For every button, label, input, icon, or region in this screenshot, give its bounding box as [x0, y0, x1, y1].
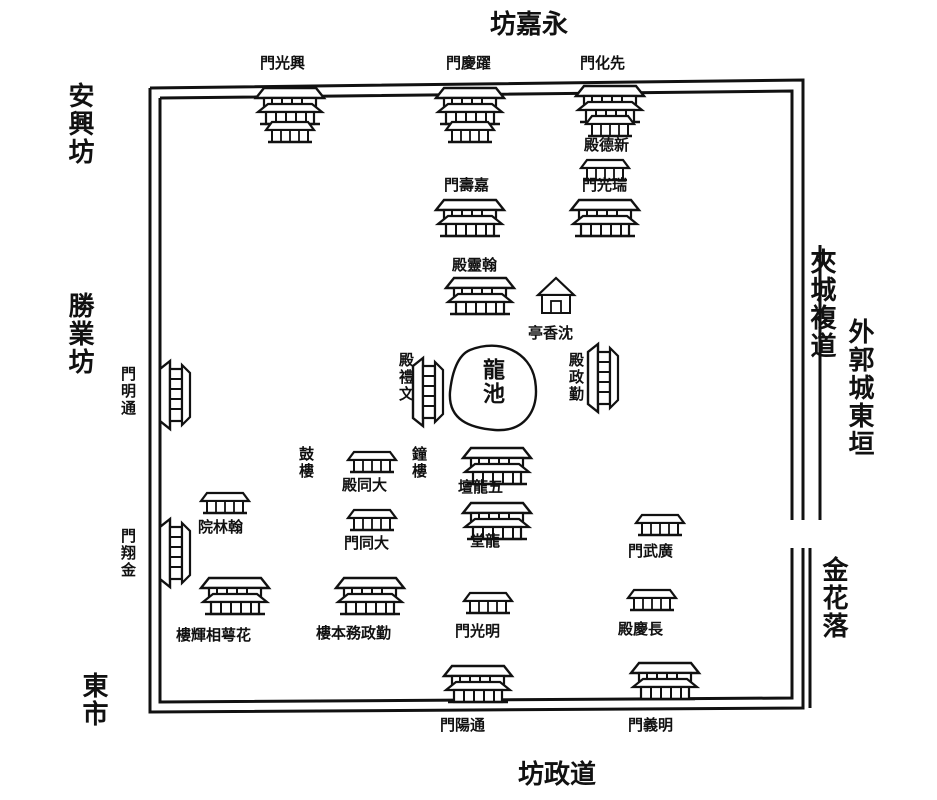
- building-icon: [346, 508, 398, 532]
- north-gate-5-label: 門光瑞: [582, 176, 628, 194]
- great-gate-label: 門同大: [344, 534, 390, 552]
- building-icon: [434, 86, 506, 144]
- east-passage-label: 夾城複道: [806, 248, 836, 360]
- west-yard-label: 院林翰: [198, 518, 244, 536]
- building-icon: [634, 513, 686, 537]
- southeast-district-label: 金花落: [818, 556, 848, 640]
- diligence-tower-label: 樓本務政勤: [316, 624, 392, 642]
- building-icon: [574, 84, 646, 138]
- north-gate-1-label: 門光興: [260, 54, 306, 72]
- east-hall-label: 殿政勤: [567, 352, 585, 403]
- building-icon: [346, 450, 398, 474]
- bell-tower-label: 鐘樓: [410, 446, 428, 480]
- building-icon: [626, 588, 678, 612]
- building-icon: [334, 576, 406, 616]
- building-icon: [444, 276, 516, 316]
- bright-gate-label: 門光明: [455, 622, 501, 640]
- building-icon: [199, 491, 251, 515]
- building-icon: [254, 86, 326, 144]
- building-icon: [442, 664, 514, 704]
- wing-gate-label: 門武廣: [628, 542, 674, 560]
- north-gate-4-label: 門壽嘉: [444, 176, 490, 194]
- west-gate-upper-label: 門明通: [119, 366, 137, 417]
- building-icon: [411, 356, 445, 428]
- drum-tower-label: 鼓樓: [297, 446, 315, 480]
- north-hall-1-label: 殿德新: [584, 136, 630, 154]
- southwest-market-label: 東市: [78, 672, 108, 728]
- road-gate-label: 門陽通: [440, 716, 486, 734]
- north-hall-2-label: 殿靈翰: [452, 256, 498, 274]
- building-icon: [569, 158, 641, 238]
- north-gate-2-label: 門慶躍: [446, 54, 492, 72]
- long-hall-label: 殿慶長: [618, 620, 664, 638]
- building-icon: [199, 576, 271, 616]
- yi-gate-label: 門義明: [628, 716, 674, 734]
- pavilion-icon: [535, 276, 577, 314]
- great-hall-label: 殿同大: [342, 476, 388, 494]
- west-gate-label: 門翔金: [119, 528, 137, 579]
- building-icon: [158, 517, 192, 589]
- north-district-label: 坊嘉永: [490, 10, 569, 40]
- northwest-district-label: 安興坊: [64, 82, 94, 166]
- dragon-hall-label: 堂龍: [470, 532, 501, 550]
- building-icon: [462, 591, 514, 615]
- building-icon: [434, 198, 506, 238]
- building-icon: [629, 661, 701, 701]
- building-icon: [586, 342, 620, 414]
- dragon-pond: [448, 344, 538, 432]
- flower-tower-label: 樓輝相萼花: [176, 626, 252, 644]
- south-district-label: 坊政道: [518, 760, 597, 790]
- north-gate-3-label: 門化先: [580, 54, 626, 72]
- building-icon: [158, 359, 192, 431]
- east-wall-label: 外郭城東垣: [844, 318, 874, 458]
- altar-label: 壇龍五: [458, 478, 504, 496]
- pavilion-label: 亭香沈: [528, 324, 574, 342]
- pond-label: 龍池: [479, 358, 505, 406]
- west-hall-label: 殿禮文: [397, 352, 415, 403]
- west-district-label: 勝業坊: [64, 292, 94, 376]
